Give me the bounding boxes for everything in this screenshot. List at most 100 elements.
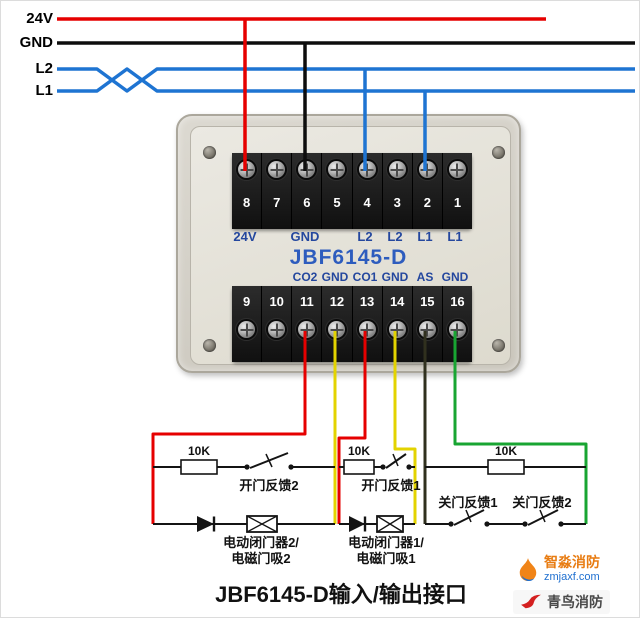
switch-blade-icon	[527, 509, 559, 526]
terminal-number: 1	[453, 195, 462, 210]
terminal-number: 5	[333, 195, 341, 210]
terminal-label-24v: 24V	[233, 229, 257, 244]
eol-resistor-icon	[180, 459, 218, 475]
terminal-5: 5	[322, 153, 353, 229]
terminal-number: 11	[299, 294, 314, 309]
eol-resistor-icon	[343, 459, 375, 475]
resistor-value-label: 10K	[348, 444, 370, 458]
terminal-screw-icon	[298, 321, 316, 338]
switch-contact-icon	[484, 521, 490, 527]
watermark-qingniao: 青鸟消防	[513, 590, 610, 614]
door-holder-x-icon	[376, 515, 404, 533]
door-holder-icon	[376, 515, 404, 533]
terminal-screw-icon	[328, 161, 346, 178]
circuit-as: 10K 关门反馈1 关门反馈2	[425, 444, 586, 527]
terminal-screw-icon	[298, 161, 316, 178]
terminal-number: 14	[389, 294, 405, 309]
switch-tick-icon	[265, 453, 273, 468]
terminal-screw-icon	[358, 321, 376, 338]
switch-tick-icon	[539, 509, 546, 523]
terminal-screw-icon	[268, 161, 286, 178]
terminal-4: 4	[352, 153, 383, 229]
terminal-number: 9	[242, 294, 251, 309]
bus-label-24v: 24V	[26, 10, 53, 27]
terminal-label-l2a: L2	[357, 229, 373, 244]
case-screw-icon	[203, 339, 216, 352]
open-feedback-1-label: 开门反馈1	[361, 478, 420, 493]
terminal-13: 13	[352, 286, 383, 362]
terminal-2: 2	[412, 153, 443, 229]
terminal-3: 3	[382, 153, 413, 229]
terminal-label-gnd2: GND	[321, 270, 349, 284]
terminal-screw-icon	[448, 161, 466, 178]
case-screw-icon	[492, 339, 505, 352]
terminal-number: 2	[423, 195, 431, 210]
resistor-value-label: 10K	[495, 444, 517, 458]
terminal-screw-icon	[238, 321, 256, 338]
terminal-1: 1	[442, 153, 472, 229]
circuit-co2: 10K 开门反馈2 电动闭门器2/ 电磁门吸2	[153, 444, 335, 566]
terminal-label-l1a: L1	[417, 229, 433, 244]
switch-contact-icon	[380, 464, 386, 470]
terminal-screw-icon	[388, 161, 406, 178]
terminal-screw-icon	[238, 161, 256, 178]
door-closer-1-label: 电动闭门器1/	[348, 535, 424, 550]
terminal-screw-icon	[388, 321, 406, 338]
module-title: JBF6145-D	[289, 246, 408, 269]
terminal-number: 3	[393, 195, 401, 210]
switch-blade-icon	[249, 452, 289, 469]
terminal-screw-icon	[418, 321, 436, 338]
bus-label-l2: L2	[35, 60, 53, 77]
switch-contact-icon	[522, 521, 528, 527]
switch-blade-icon	[385, 453, 407, 469]
door-holder-icon	[246, 515, 278, 533]
terminal-7: 7	[262, 153, 293, 229]
circuit-co1: 10K 开门反馈1 电动闭门器1/ 电磁门吸1	[339, 444, 424, 566]
terminal-16: 16	[442, 286, 472, 362]
terminal-label-gnd1: GND	[381, 270, 409, 284]
diode-icon	[349, 516, 365, 532]
terminal-number: 16	[450, 294, 465, 309]
case-screw-icon	[203, 146, 216, 159]
case-screw-icon	[492, 146, 505, 159]
terminal-number: 15	[420, 294, 435, 309]
terminal-10: 10	[262, 286, 293, 362]
close-feedback-1-label: 关门反馈1	[438, 495, 497, 510]
diode-icon	[197, 516, 214, 532]
terminal-label-l2b: L2	[387, 229, 403, 244]
watermark-url: zmjaxf.com	[544, 571, 600, 583]
eol-resistor-icon	[487, 459, 525, 475]
watermark-zhimiao: 智淼消防 zmjaxf.com	[517, 555, 600, 585]
terminal-number: 6	[303, 195, 311, 210]
bus-l1-line	[57, 67, 635, 93]
switch-tick-icon	[392, 453, 399, 467]
door-magnet-1-label: 电磁门吸1	[356, 551, 415, 566]
terminal-screw-icon	[448, 321, 466, 338]
resistor-value-label: 10K	[188, 444, 210, 458]
switch-blade-icon	[453, 509, 485, 526]
flame-logo-icon	[519, 558, 537, 582]
bus-label-gnd: GND	[19, 34, 53, 51]
terminal-9: 9	[232, 286, 263, 362]
terminal-screw-icon	[418, 161, 436, 178]
terminal-screw-icon	[358, 161, 376, 178]
terminal-strip-bottom: 9 10 11 12 13 14 15 16	[232, 286, 472, 362]
switch-contact-icon	[288, 464, 294, 470]
diagram-caption: JBF6145-D输入/输出接口	[215, 582, 467, 607]
door-closer-2-label: 电动闭门器2/	[223, 535, 299, 550]
terminal-number: 8	[242, 195, 251, 210]
terminal-label-gnd: GND	[290, 229, 320, 244]
bus-label-l1: L1	[35, 82, 53, 99]
bus-l2-line	[57, 67, 635, 93]
switch-tick-icon	[465, 509, 472, 523]
close-feedback-2-label: 关门反馈2	[512, 495, 571, 510]
switch-contact-icon	[244, 464, 250, 470]
switch-contact-icon	[448, 521, 454, 527]
terminal-14: 14	[382, 286, 413, 362]
terminal-label-as: AS	[416, 270, 434, 284]
terminal-strip-top: 8 7 6 5 4 3 2 1	[232, 153, 472, 229]
terminal-number: 4	[363, 195, 371, 210]
terminal-label-co1: CO1	[352, 270, 378, 284]
terminal-8: 8	[232, 153, 263, 229]
